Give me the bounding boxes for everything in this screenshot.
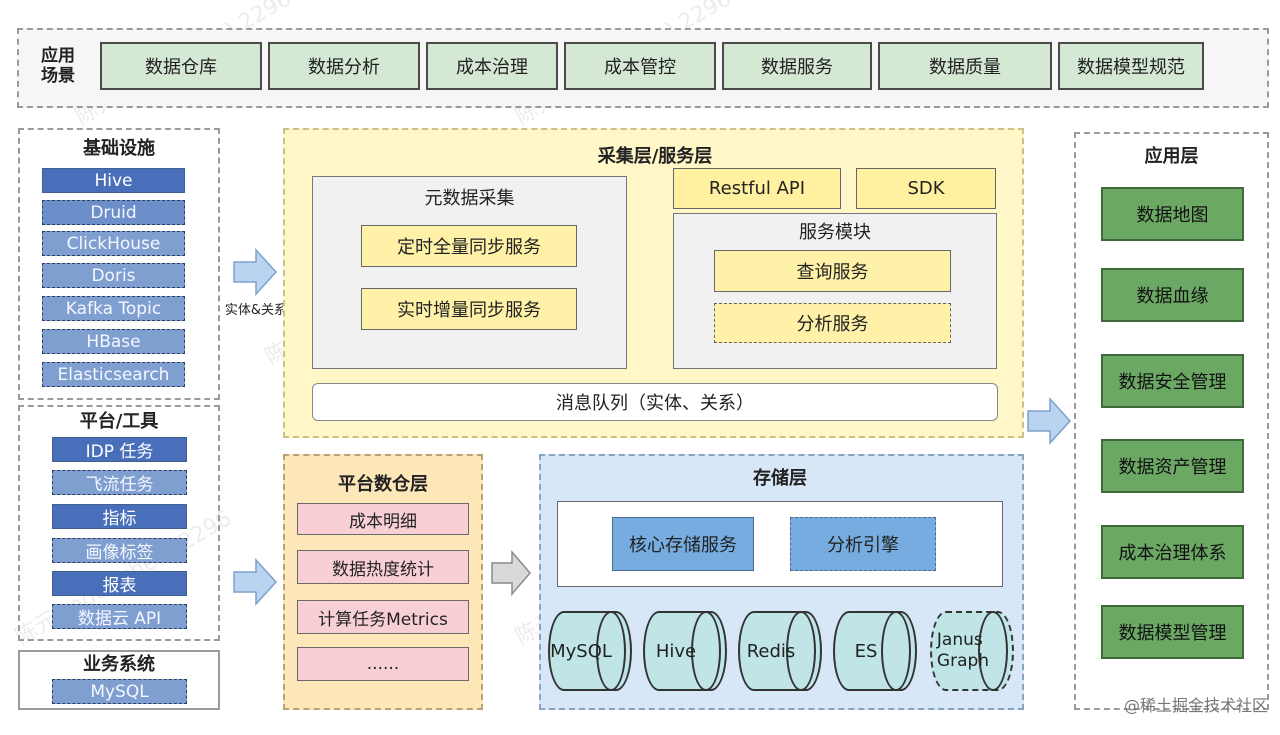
message-queue: 消息队列（实体、关系）: [312, 383, 998, 421]
tool-item-data-cloud-api: 数据云 API: [52, 604, 187, 629]
app-scenarios-label: 应用 场景: [41, 45, 75, 86]
app-cost-governance: 成本治理体系: [1101, 525, 1244, 579]
footer-credit: @稀土掘金技术社区: [1123, 696, 1268, 715]
metadata-collect-box: [312, 176, 627, 369]
infra-item-kafka-topic: Kafka Topic: [42, 296, 185, 321]
infra-panel: [18, 128, 220, 400]
scenario-cost-governance: 成本治理: [426, 42, 558, 90]
app-layer-panel: [1074, 132, 1269, 710]
scenario-cost-control: 成本管控: [564, 42, 716, 90]
tool-item-idp: IDP 任务: [52, 437, 187, 462]
scenario-data-analysis: 数据分析: [268, 42, 420, 90]
platform-tools-title: 平台/工具: [79, 411, 159, 432]
compute-task-metrics: 计算任务Metrics: [297, 600, 469, 634]
metadata-collect-title: 元数据采集: [424, 188, 515, 209]
full-sync-service: 定时全量同步服务: [361, 225, 577, 267]
warehouse-layer-title: 平台数仓层: [338, 474, 428, 495]
db-janusgraph-label: Janus Graph: [936, 629, 990, 671]
db-hive-label: Hive: [655, 640, 697, 662]
data-heat-stats: 数据热度统计: [297, 550, 469, 584]
db-es-cylinder: ES: [833, 611, 917, 691]
app-data-model: 数据模型管理: [1101, 605, 1244, 659]
service-module-title: 服务模块: [799, 222, 871, 243]
tool-item-metrics: 指标: [52, 504, 187, 529]
business-item-mysql: MySQL: [52, 679, 187, 704]
business-title: 业务系统: [83, 654, 155, 675]
app-data-lineage: 数据血缘: [1101, 268, 1244, 322]
scenario-data-warehouse: 数据仓库: [100, 42, 262, 90]
query-service: 查询服务: [714, 250, 951, 292]
infra-item-druid: Druid: [42, 200, 185, 225]
core-storage-service: 核心存储服务: [612, 517, 754, 571]
platform-tools-panel: [18, 405, 220, 641]
infra-item-elasticsearch: Elasticsearch: [42, 362, 185, 387]
db-es-label: ES: [854, 640, 878, 662]
tool-item-reports: 报表: [52, 571, 187, 596]
storage-layer-title: 存储层: [753, 468, 807, 489]
restful-api-box: Restful API: [673, 168, 841, 209]
scenario-data-quality: 数据质量: [878, 42, 1052, 90]
warehouse-more: ......: [297, 647, 469, 681]
sdk-box: SDK: [856, 168, 996, 209]
analysis-engine: 分析引擎: [790, 517, 936, 571]
app-data-map: 数据地图: [1101, 187, 1244, 241]
db-hive-cylinder: Hive: [643, 611, 727, 691]
scenario-data-service: 数据服务: [722, 42, 872, 90]
entity-relation-label: 实体&关系: [224, 302, 288, 318]
analysis-service: 分析服务: [714, 303, 951, 343]
scenario-data-model-spec: 数据模型规范: [1058, 42, 1204, 90]
tool-item-profile-tags: 画像标签: [52, 538, 187, 563]
arrow-right-icon: [1027, 397, 1072, 445]
infra-item-clickhouse: ClickHouse: [42, 231, 185, 256]
incremental-sync-service: 实时增量同步服务: [361, 288, 577, 330]
db-janusgraph-cylinder: Janus Graph: [930, 611, 1014, 691]
app-layer-title: 应用层: [1144, 146, 1199, 167]
business-panel: [18, 650, 220, 710]
cost-detail: 成本明细: [297, 503, 469, 535]
tool-item-feiliu: 飞流任务: [52, 470, 187, 495]
arrow-right-icon: [233, 558, 278, 606]
db-mysql-cylinder: MySQL: [548, 611, 632, 691]
infra-title: 基础设施: [83, 138, 155, 159]
infra-item-hive: Hive: [42, 168, 185, 193]
db-redis-cylinder: Redis: [738, 611, 822, 691]
db-redis-label: Redis: [746, 640, 796, 662]
infra-item-doris: Doris: [42, 263, 185, 288]
db-mysql-label: MySQL: [550, 640, 612, 662]
collect-service-title: 采集层/服务层: [597, 146, 713, 167]
arrow-right-icon: [491, 550, 531, 596]
arrow-right-icon: [233, 248, 278, 296]
infra-item-hbase: HBase: [42, 329, 185, 354]
app-data-asset: 数据资产管理: [1101, 439, 1244, 493]
app-data-security: 数据安全管理: [1101, 354, 1244, 408]
